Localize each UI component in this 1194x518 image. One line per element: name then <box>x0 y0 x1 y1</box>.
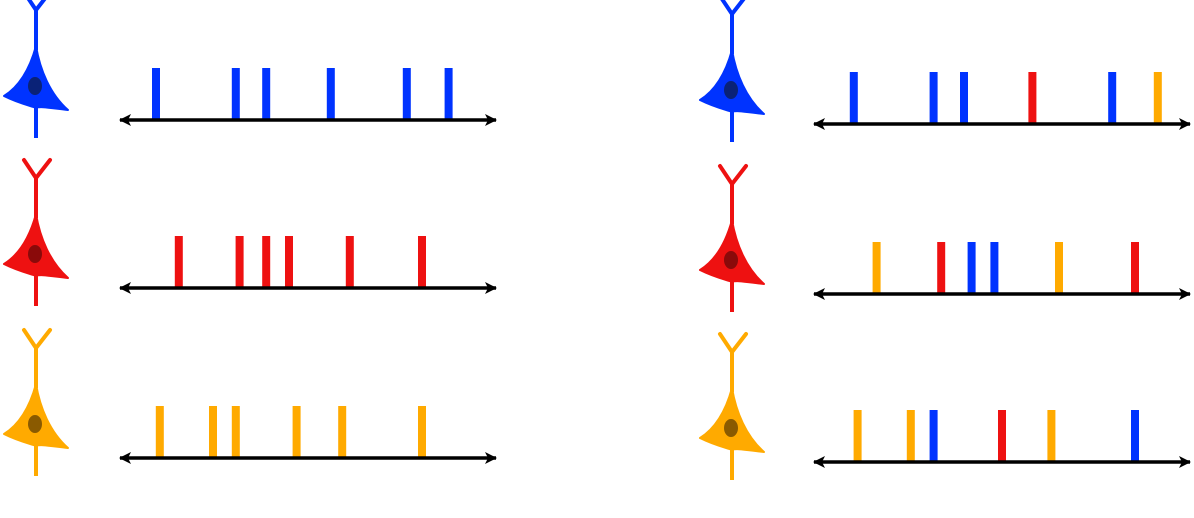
spike-blue <box>152 68 160 120</box>
spike-orange <box>1047 410 1056 462</box>
spike-orange <box>853 410 862 462</box>
spike-blue <box>1108 72 1117 124</box>
spike-orange <box>1055 242 1063 294</box>
neuron-nucleus <box>28 77 42 95</box>
spike-red <box>937 242 946 294</box>
spike-red <box>235 236 244 288</box>
neuron-blue-icon <box>699 0 765 142</box>
neuron-dendrite <box>718 164 748 186</box>
spike-blue <box>990 242 999 294</box>
neuron-nucleus <box>724 419 738 437</box>
neuron-dendrite <box>718 332 748 354</box>
spike-train-row <box>699 0 1191 142</box>
spike-blue <box>929 72 938 124</box>
neuron-orange-icon <box>3 328 69 476</box>
spike-blue <box>326 68 335 120</box>
spike-blue <box>849 72 858 124</box>
neuron-dendrite <box>26 0 47 12</box>
spike-orange <box>1153 72 1162 124</box>
spike-blue <box>967 242 976 294</box>
neuron-nucleus <box>724 81 738 99</box>
neuron-dendrite <box>22 328 52 350</box>
spike-red <box>345 236 354 288</box>
spike-red <box>998 410 1006 462</box>
spike-orange <box>872 242 881 294</box>
neuron-red-icon <box>699 164 765 312</box>
neuron-dendrite <box>22 158 52 180</box>
panels-layer <box>3 0 1191 480</box>
spike-train-row <box>699 332 1191 480</box>
panel-right <box>699 0 1191 480</box>
neuron-dendrite <box>720 0 746 16</box>
spike-blue <box>960 72 968 124</box>
spike-orange <box>906 410 915 462</box>
spike-red <box>174 236 183 288</box>
neuron-blue-icon <box>3 0 69 138</box>
neuron-nucleus <box>28 415 42 433</box>
spike-orange <box>338 406 347 458</box>
spike-orange <box>418 406 426 458</box>
spike-red <box>262 236 271 288</box>
spike-orange <box>231 406 240 458</box>
spike-orange <box>155 406 164 458</box>
spike-blue <box>929 410 938 462</box>
spike-blue <box>231 68 240 120</box>
spike-train-row <box>3 158 497 306</box>
neuron-nucleus <box>724 251 738 269</box>
spike-train-row <box>699 164 1191 312</box>
spike-blue <box>1131 410 1139 462</box>
neuron-nucleus <box>28 245 42 263</box>
neuron-orange-icon <box>699 332 765 480</box>
neuron-red-icon <box>3 158 69 306</box>
spike-red <box>1028 72 1037 124</box>
spike-orange <box>209 406 217 458</box>
panel-left <box>3 0 497 476</box>
spike-blue <box>402 68 411 120</box>
spike-blue <box>444 68 453 120</box>
spike-train-row <box>3 328 497 476</box>
spike-train-row <box>3 0 497 138</box>
spike-red <box>285 236 293 288</box>
spike-red <box>418 236 426 288</box>
spike-orange <box>292 406 301 458</box>
spike-red <box>1131 242 1139 294</box>
spike-blue <box>262 68 271 120</box>
